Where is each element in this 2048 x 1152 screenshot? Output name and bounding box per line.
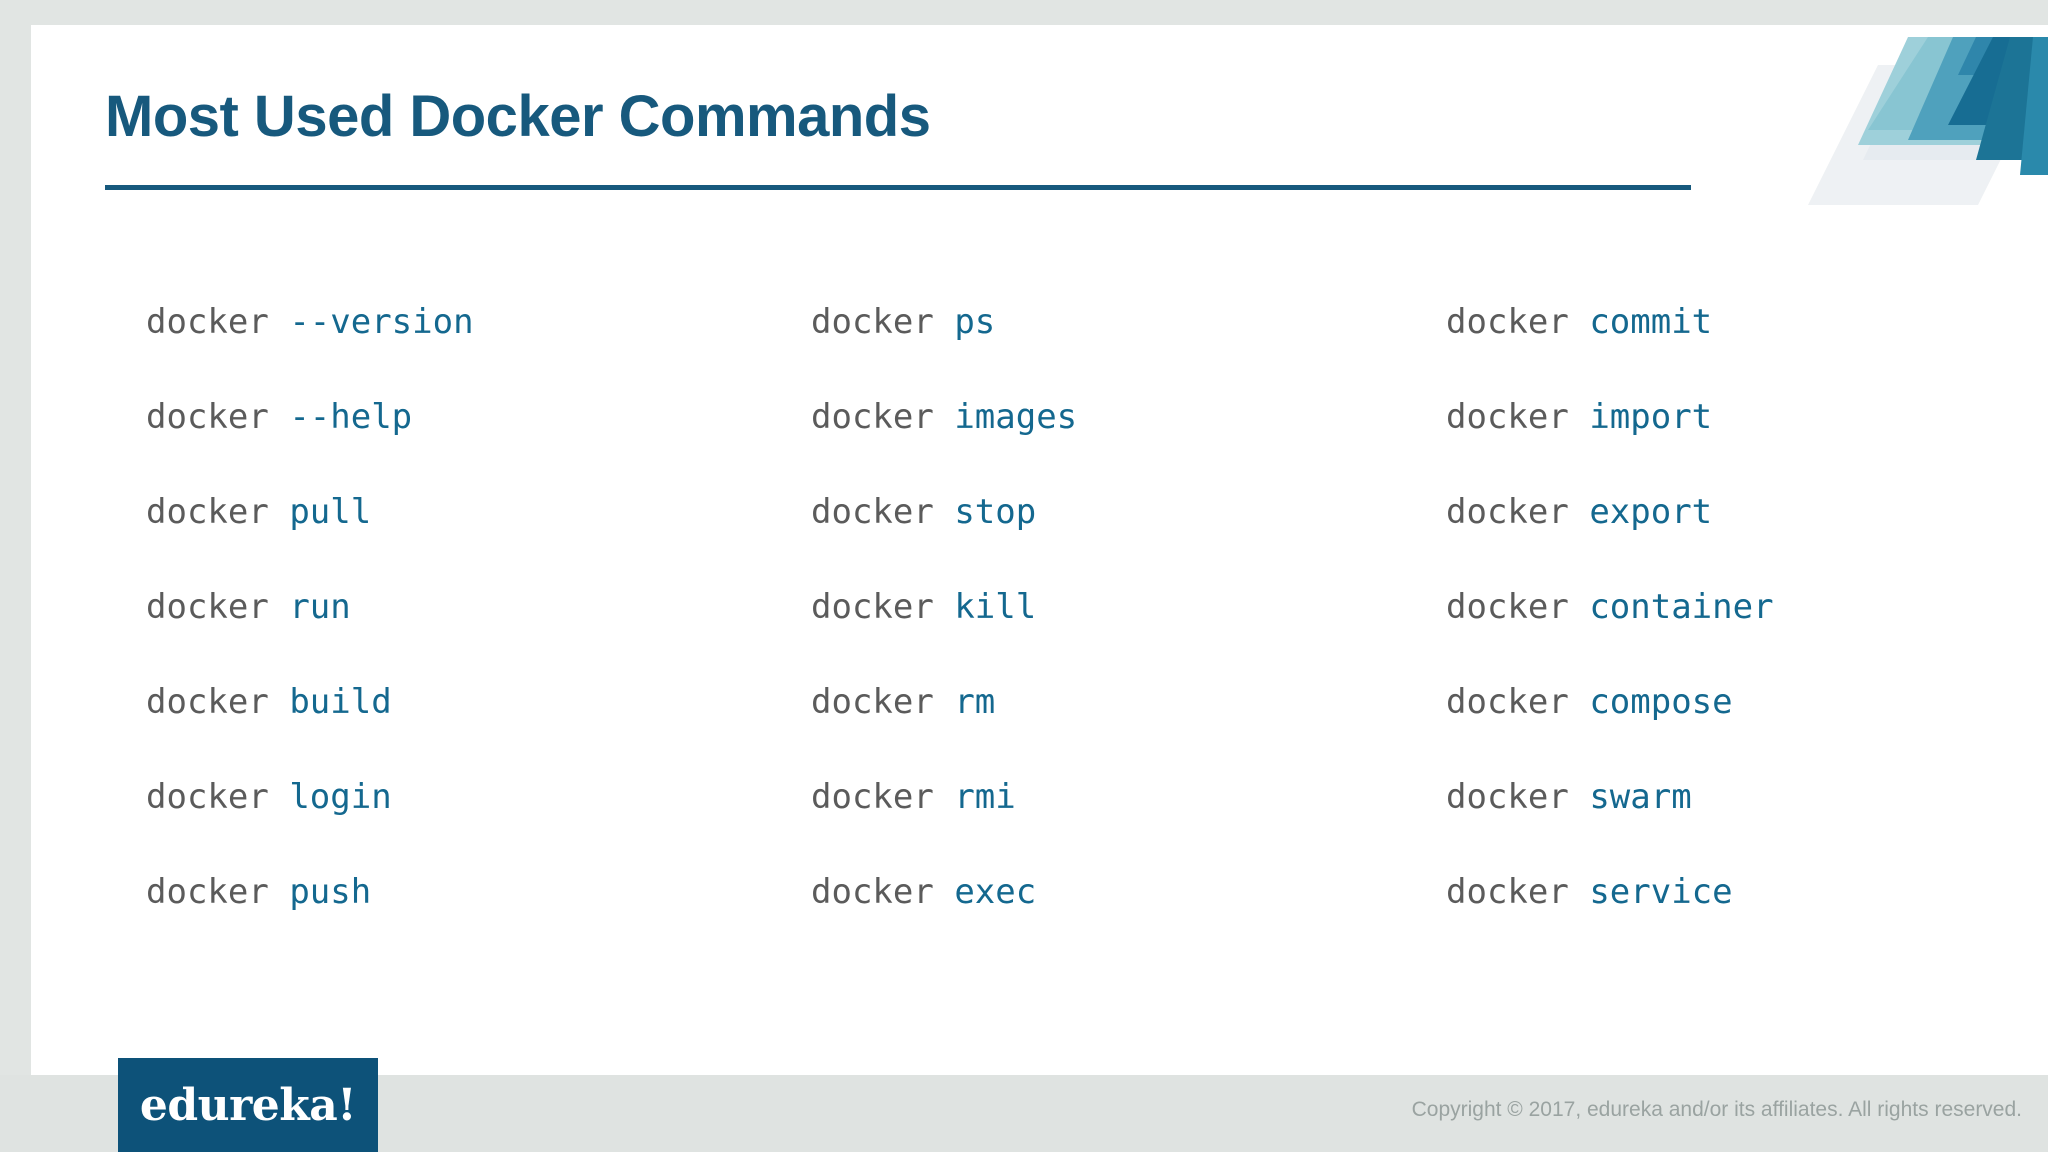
command-arg: exec <box>954 872 1037 912</box>
command-arg: compose <box>1589 682 1733 722</box>
command-column-3: docker commit docker import docker expor… <box>1241 275 1941 940</box>
edureka-logo-text: edureka! <box>139 1079 357 1131</box>
command-row: docker pull <box>146 465 636 560</box>
command-arg: rmi <box>954 777 1016 817</box>
command-arg: pull <box>289 492 372 532</box>
page-title: Most Used Docker Commands <box>105 84 931 149</box>
command-arg: login <box>289 777 392 817</box>
command-base: docker <box>146 872 269 912</box>
command-base: docker <box>811 492 934 532</box>
command-base: docker <box>811 587 934 627</box>
command-row: docker push <box>146 845 636 940</box>
command-base: docker <box>146 777 269 817</box>
command-arg: build <box>289 682 392 722</box>
command-row: docker run <box>146 560 636 655</box>
edureka-logo: edureka! <box>118 1058 378 1152</box>
command-arg: images <box>954 397 1078 437</box>
command-row: docker commit <box>1446 275 1941 370</box>
command-row: docker stop <box>811 465 1241 560</box>
command-column-1: docker --version docker --help docker pu… <box>31 275 636 940</box>
command-arg: export <box>1589 492 1713 532</box>
corner-chevron-icon <box>1808 37 2048 205</box>
command-base: docker <box>1446 587 1569 627</box>
command-row: docker login <box>146 750 636 845</box>
command-row: docker build <box>146 655 636 750</box>
command-arg: kill <box>954 587 1037 627</box>
command-row: docker ps <box>811 275 1241 370</box>
command-base: docker <box>146 587 269 627</box>
command-base: docker <box>811 302 934 342</box>
command-base: docker <box>811 872 934 912</box>
command-arg: run <box>289 587 351 627</box>
command-columns: docker --version docker --help docker pu… <box>31 275 2048 940</box>
command-base: docker <box>1446 397 1569 437</box>
command-base: docker <box>1446 682 1569 722</box>
command-row: docker swarm <box>1446 750 1941 845</box>
command-row: docker exec <box>811 845 1241 940</box>
command-row: docker container <box>1446 560 1941 655</box>
command-base: docker <box>146 682 269 722</box>
command-base: docker <box>1446 492 1569 532</box>
command-column-2: docker ps docker images docker stop dock… <box>636 275 1241 940</box>
command-base: docker <box>146 397 269 437</box>
command-row: docker export <box>1446 465 1941 560</box>
copyright-text: Copyright © 2017, edureka and/or its aff… <box>1411 1098 2022 1121</box>
command-row: docker --version <box>146 275 636 370</box>
command-base: docker <box>1446 872 1569 912</box>
command-row: docker --help <box>146 370 636 465</box>
command-base: docker <box>811 682 934 722</box>
command-arg: swarm <box>1589 777 1692 817</box>
command-base: docker <box>146 492 269 532</box>
command-arg: stop <box>954 492 1037 532</box>
command-base: docker <box>1446 302 1569 342</box>
title-divider <box>105 185 1691 190</box>
command-base: docker <box>811 777 934 817</box>
command-row: docker service <box>1446 845 1941 940</box>
command-row: docker import <box>1446 370 1941 465</box>
command-arg: import <box>1589 397 1713 437</box>
command-base: docker <box>811 397 934 437</box>
command-row: docker kill <box>811 560 1241 655</box>
slide-card: Most Used Docker Commands docker --versi… <box>31 25 2048 1075</box>
command-base: docker <box>1446 777 1569 817</box>
command-arg: service <box>1589 872 1733 912</box>
command-row: docker images <box>811 370 1241 465</box>
command-row: docker rmi <box>811 750 1241 845</box>
command-row: docker compose <box>1446 655 1941 750</box>
command-arg: push <box>289 872 372 912</box>
command-base: docker <box>146 302 269 342</box>
command-arg: container <box>1589 587 1774 627</box>
command-arg: rm <box>954 682 996 722</box>
command-arg: ps <box>954 302 996 342</box>
command-arg: --version <box>289 302 474 342</box>
command-arg: --help <box>289 397 413 437</box>
command-arg: commit <box>1589 302 1713 342</box>
command-row: docker rm <box>811 655 1241 750</box>
